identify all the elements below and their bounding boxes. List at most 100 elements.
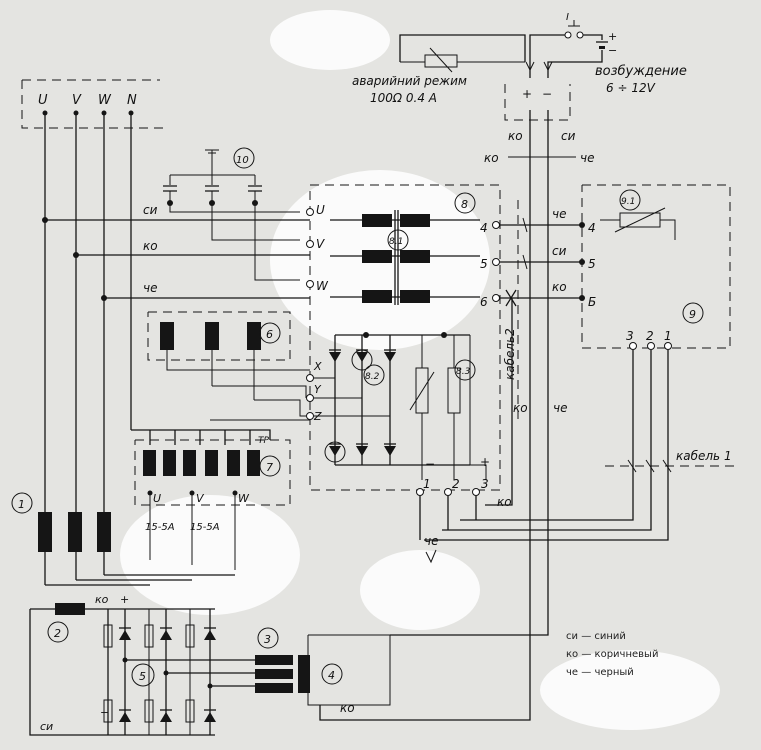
wire-tag-ko: ко (552, 280, 567, 294)
legend-code: си (566, 631, 578, 642)
block-number-5: 5 (139, 670, 146, 683)
block-9-frame: 9 4 5 Б 9.1 (581, 184, 731, 349)
legend-row-che: че — черный (566, 664, 658, 682)
phase-label-w: W (98, 93, 112, 108)
terminal-6: 6 (480, 295, 488, 309)
block-number-6: 6 (266, 328, 273, 341)
wire-tag-ko: ко (497, 495, 512, 509)
block-8-frame: 8 (309, 184, 501, 491)
cable-1-connectors: 3 2 1 кабель 1 (424, 329, 740, 541)
block-number-8-2: 8.2 (365, 372, 380, 382)
block-4: 4 ко (298, 560, 549, 721)
legend-dash: — (581, 649, 595, 660)
phase-label-n: N (127, 93, 137, 108)
cable-2: кабель2 ко че (485, 200, 567, 506)
phase-label-v: V (72, 93, 82, 108)
tp-label: TP (258, 436, 269, 446)
terminal-w: W (316, 279, 329, 293)
wire-tag-si: си (561, 129, 576, 143)
cable-2-label: кабель2 (503, 328, 517, 380)
block-2: 2 ко + си − (29, 593, 129, 736)
paper-blotch (270, 10, 390, 70)
terminal-r6: Б (588, 295, 596, 309)
connector-2: 2 (646, 329, 654, 343)
outputs-123: 1 2 3 ко че (416, 477, 512, 564)
block-number-2: 2 (54, 627, 61, 640)
terminal-u: U (316, 203, 325, 217)
wire-tag-ko: ко (340, 701, 355, 715)
paper-blotch (540, 650, 720, 730)
excitation-circuit: I + − возбуждение 6 ÷ 12V + − ко си ко ч… (484, 12, 687, 620)
legend-code: че (566, 667, 579, 678)
legend-row-si: си — синий (566, 628, 658, 646)
paper-blotch (120, 495, 300, 615)
terminal-4: 4 (480, 221, 488, 235)
legend-dash: — (581, 667, 595, 678)
connector-1: 1 (664, 329, 672, 343)
terminal-x: X (313, 360, 322, 373)
wire-tag-che: че (424, 534, 438, 548)
block-number-1: 1 (18, 498, 25, 511)
excitation-label: возбуждение (595, 64, 687, 79)
terminals-456: 4 5 6 че си ко (480, 207, 585, 309)
excitation-plus: + (522, 87, 532, 101)
output-3: 3 (481, 477, 489, 491)
terminals-uvw: U V W (306, 203, 329, 293)
wire-tag-che: че (553, 401, 567, 415)
block-3: 3 (255, 627, 293, 693)
feed-wires: си ко че (42, 203, 310, 301)
output-1: 1 (423, 477, 431, 491)
legend-row-ko: ко — коричневый (566, 646, 658, 664)
battery-minus: − (608, 44, 617, 57)
ct-terminal-u: U (153, 492, 161, 505)
block-number-4: 4 (328, 669, 335, 682)
block-number-7: 7 (266, 461, 273, 474)
cable-1-label: кабель 1 (676, 449, 732, 463)
wire-color-legend: си — синий ко — коричневый че — черный (566, 628, 658, 682)
output-minus: − (425, 457, 435, 471)
bridge-plus: + (120, 593, 129, 606)
legend-desc: коричневый (594, 649, 659, 660)
wire-tag-ko: ко (143, 239, 158, 253)
output-plus: + (480, 455, 490, 469)
bridge-minus: − (100, 706, 109, 719)
phase-label-u: U (38, 93, 48, 108)
wire-tag-si: си (552, 244, 567, 258)
block-number-8-1: 8.1 (389, 237, 403, 247)
terminal-5: 5 (480, 257, 488, 271)
terminal-r4: 4 (588, 221, 596, 235)
emergency-mode-label: аварийний режим (352, 74, 467, 88)
battery-plus: + (608, 30, 617, 43)
wire-tag-ko: ко (513, 401, 528, 415)
wire-tag-che: че (552, 207, 566, 221)
terminal-v: V (316, 237, 325, 251)
legend-desc: синий (594, 631, 626, 642)
block-number-8-3: 8.3 (456, 367, 471, 377)
excitation-minus: − (542, 87, 552, 101)
wire-tag-che: че (143, 281, 157, 295)
capacitor-block-10: 10 (163, 147, 300, 281)
legend-dash: — (581, 631, 595, 642)
excitation-range-label: 6 ÷ 12V (606, 81, 656, 95)
wire-tag-ko: ко (95, 593, 109, 606)
wire-tag-ko: ко (484, 151, 499, 165)
connector-3: 3 (626, 329, 634, 343)
wire-tag-si: си (143, 203, 158, 217)
block-number-9-1: 9.1 (621, 197, 635, 207)
emergency-resistor: аварийний режим 100Ω 0.4 А (352, 34, 526, 105)
terminal-r5: 5 (588, 257, 596, 271)
block-5-bridge: 5 (103, 608, 255, 736)
block-1: 1 (11, 492, 235, 586)
transformer-8-1: 8.1 (330, 210, 480, 338)
ct-terminal-w: W (238, 492, 250, 505)
block-7: 7 TP U V W 15-5А 15-5А (131, 429, 291, 570)
paper-blotch (360, 550, 480, 630)
block-number-8: 8 (461, 198, 468, 211)
wire-tag-ko: ко (508, 129, 523, 143)
block-number-10: 10 (236, 155, 249, 166)
output-2: 2 (452, 477, 460, 491)
legend-code: ко (566, 649, 579, 660)
rectifier-8-2: 8.2 (314, 334, 470, 466)
